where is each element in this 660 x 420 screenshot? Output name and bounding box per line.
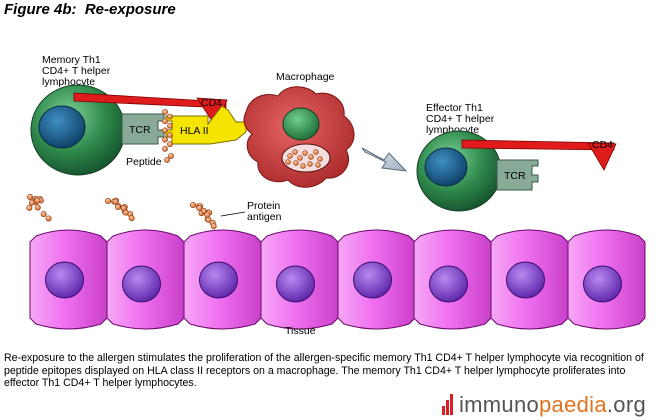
peptide-bead [162,145,168,152]
peptide-bead [115,204,122,211]
tissue-cell-row [29,229,646,330]
tcr-label-effector: TCR [504,170,526,182]
peptide-bead [307,161,313,167]
peptide-bead [162,136,168,143]
peptide-bead [162,118,168,125]
peptide-bead [105,198,112,205]
tissue-cell [337,229,416,330]
memory-th1-cell: Memory Th1 CD4+ T helper lymphocyte [30,54,126,176]
peptide-bead [285,159,291,165]
peptide-label: Peptide [126,156,162,168]
logo-text-part1: immuno [458,392,540,417]
peptide-bead [317,156,323,162]
cd4-label-memory: CD4 [201,97,222,109]
peptide-bead [112,198,119,205]
effector-cell-nucleus [424,147,468,187]
memory-cell-nucleus [38,105,86,149]
logo-text-part2: paedia [539,392,607,417]
peptide-bead [26,194,33,201]
peptide-bead [204,211,211,218]
vesicle-peptides [285,149,323,169]
figure-caption: Re-exposure to the allergen stimulates t… [4,352,644,389]
peptide-bead [122,209,129,216]
peptide-bead [34,204,41,211]
effector-cell-label-line2: CD4+ T helper [426,113,495,125]
peptide-bead [167,141,173,148]
peptide-bead [302,150,308,156]
tissue-cell [567,229,646,330]
tissue-cell [29,229,108,330]
tissue-cell [260,229,339,330]
logo-bars-icon [441,393,456,415]
protein-antigen-label-line2: antigen [247,211,282,223]
tissue-cell-nucleus [199,261,238,299]
peptide-bead [292,149,298,155]
peptide-bead [162,109,168,115]
peptide-bead [167,132,173,138]
peptide-bead [28,199,35,206]
tissue-cell-nucleus [353,261,392,299]
peptide-bead [26,204,33,211]
immunopaedia-logo[interactable]: immunopaedia.org [441,392,646,418]
peptide-chain [162,109,174,163]
peptide-bead [293,160,299,166]
peptide-bead [34,197,41,204]
tissue-cell-nucleus [276,265,315,303]
peptide-bead [313,149,319,155]
peptide-bead [300,163,306,169]
tissue-cell [106,229,185,330]
tissue-cell-nucleus [122,265,161,303]
peptide-bead [297,155,303,161]
peptide-bead [315,162,321,168]
hla-ii-receptor: HLA II [165,105,247,145]
tissue-label: Tissue [285,325,316,337]
peptide-bead [45,215,52,222]
peptide-bead [196,205,203,212]
tissue-cell-nucleus [583,265,622,303]
tissue-cell-nucleus [45,261,84,299]
tcr-label-memory: TCR [129,124,151,136]
peptide-bead [308,154,314,160]
peptide-bead [162,127,168,134]
peptide-bead [128,215,135,222]
macrophage-nucleus [282,107,320,141]
memory-cell-label-line1: Memory Th1 [42,54,101,66]
peptide-bead [168,153,174,159]
tcr-receptor-effector: TCR [496,159,539,191]
diagram-canvas: Memory Th1 CD4+ T helper lymphocyte CD4 … [26,54,646,337]
macrophage-label: Macrophage [276,71,335,83]
peptide-bead [40,211,47,218]
protein-antigen-clusters [26,194,217,230]
peptide-bead [205,216,212,223]
peptide-bead [210,223,217,230]
peptide-bead [164,157,170,163]
cd4-receptor-effector: CD4 [461,139,617,171]
tissue-cell [183,229,262,330]
peptide-bead [167,113,173,120]
tissue-cell [413,229,492,330]
effector-th1-cell: Effector Th1 CD4+ T helper lymphocyte [416,102,502,212]
tcr-receptor-memory: TCR [121,113,165,145]
protein-antigen-label-line1: Protein [247,200,280,212]
logo-text-part3: .org [606,392,646,417]
peptide-bead [287,153,293,159]
memory-cell-label-line2: CD4+ T helper [42,65,111,77]
process-arrow [361,147,408,172]
tissue-cell-nucleus [506,261,545,299]
tissue-cell-nucleus [429,265,468,303]
hla-label: HLA II [180,125,209,137]
protein-antigen-pointer [220,211,246,217]
peptide-bead [167,122,173,129]
cd4-label-effector: CD4 [592,139,613,151]
effector-cell-label-line1: Effector Th1 [426,102,483,114]
tissue-cell [490,229,569,330]
figure-title: Figure 4b: Re-exposure [4,1,176,18]
macrophage-cell: Macrophage [243,71,355,188]
peptide-bead [190,202,197,209]
